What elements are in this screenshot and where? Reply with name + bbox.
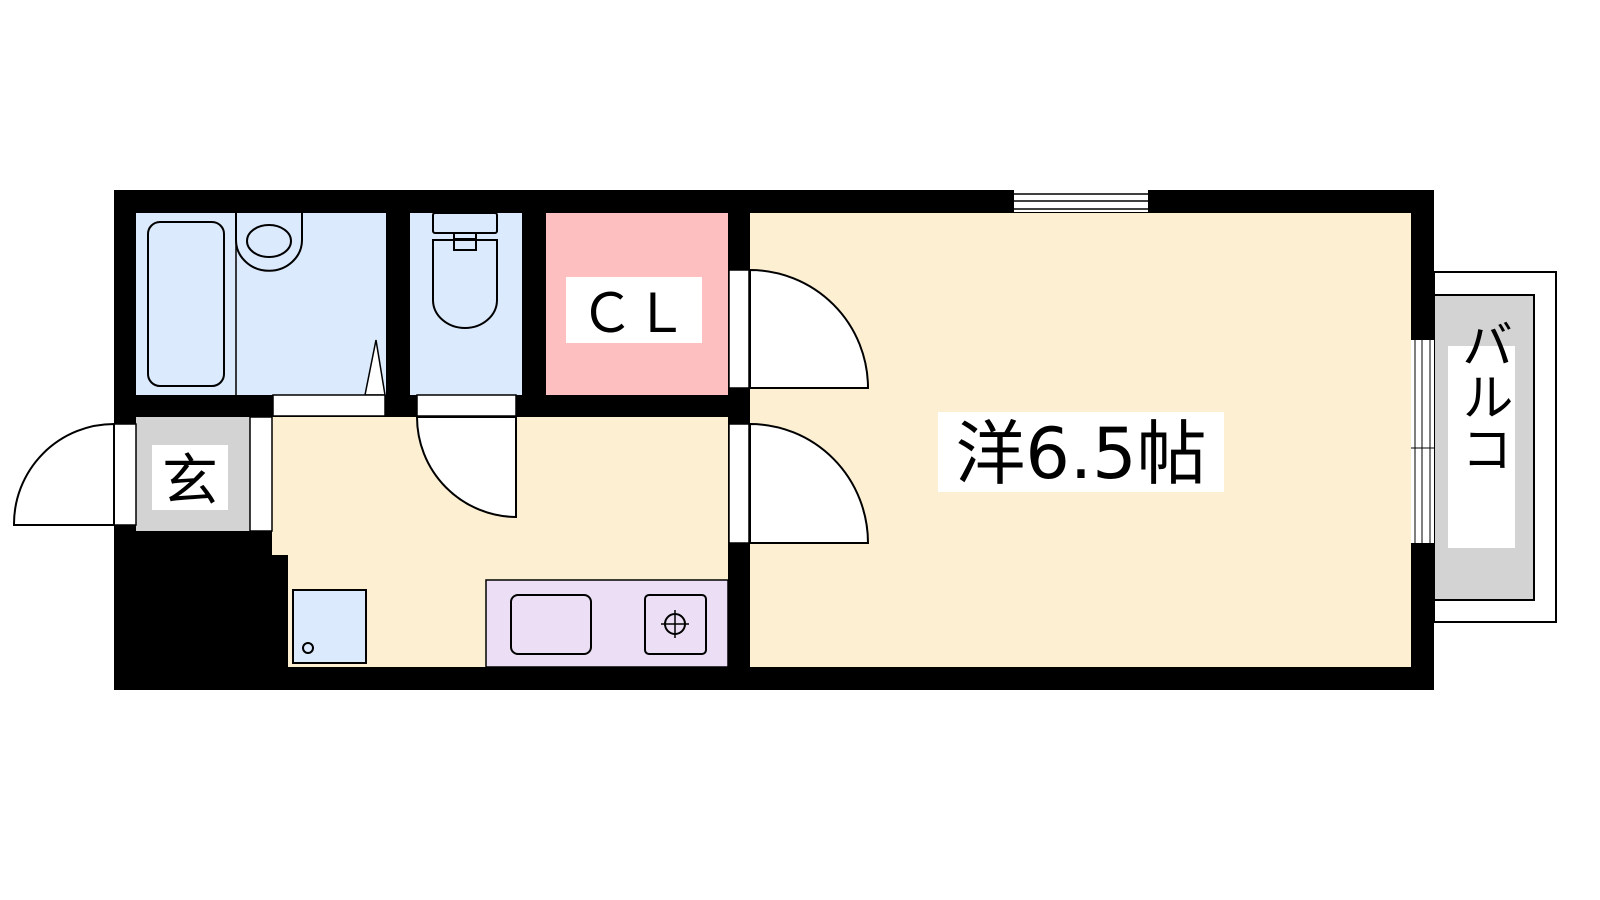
bathtub-icon [147, 221, 225, 387]
stove-icon [644, 594, 707, 655]
toilet-icon [432, 212, 498, 329]
bathroom-door[interactable] [272, 394, 386, 417]
western-room-label: 洋6.5帖 [955, 413, 1206, 495]
top-window [1014, 190, 1148, 212]
toilet-door[interactable] [415, 394, 517, 519]
toilet-room [410, 212, 522, 395]
sink-icon [510, 594, 592, 655]
room-door[interactable] [728, 422, 870, 544]
balcony-window [1411, 340, 1434, 543]
entry-door[interactable] [12, 422, 137, 526]
closet-label: ＣＬ [580, 282, 688, 345]
balcony-label: バルコ [1452, 318, 1512, 474]
closet-label-bg [566, 277, 702, 343]
entrance-label: 玄 [162, 449, 218, 514]
closet-door[interactable] [728, 268, 870, 389]
balcony: バルコ [1433, 271, 1557, 623]
washing-machine-icon [292, 589, 367, 664]
bathroom [136, 213, 386, 396]
room-label-bg [938, 412, 1224, 492]
washbasin-icon [235, 213, 303, 272]
